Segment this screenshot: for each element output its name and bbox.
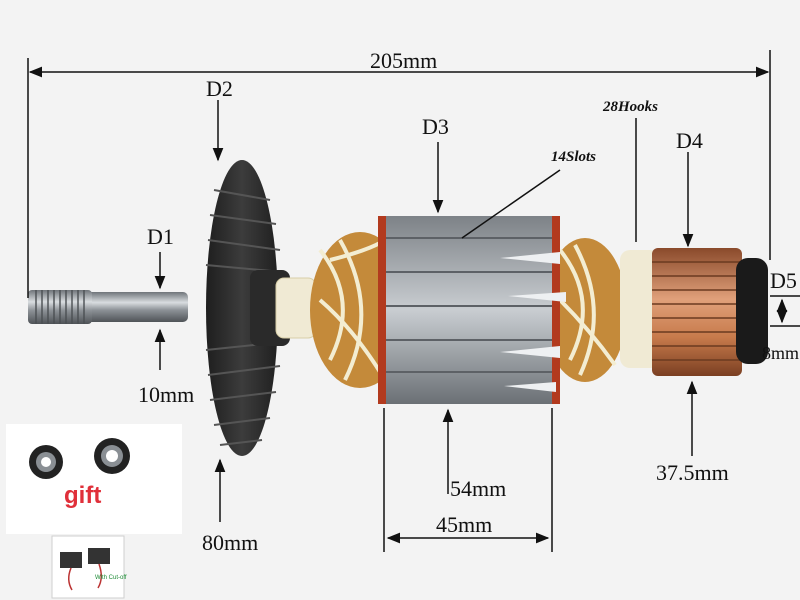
fan-diameter-label: 80mm [202,530,259,555]
d5-value-label: 8mm [762,343,800,363]
d4-label: D4 [676,128,703,153]
stack-length-label: 45mm [436,512,493,537]
d2-label: D2 [206,76,233,101]
bearing-icon [29,445,63,479]
gift-label: gift [64,482,102,509]
commutator [620,248,768,376]
carbon-brush-icon [60,548,110,591]
dimension-lines [27,50,800,552]
commutator-diameter-label: 37.5mm [656,460,729,485]
d5-label: D5 [770,268,797,293]
stack-diameter-label: 54mm [450,476,507,501]
brush-note: With Cut-off [95,575,127,581]
gift-parts [6,424,182,599]
d3-label: D3 [422,114,449,139]
shaft-diameter-label: 10mm [138,382,195,407]
d1-label: D1 [147,224,174,249]
hooks-label: 28Hooks [603,99,659,115]
armature-core [310,216,627,404]
slots-label: 14Slots [551,149,597,165]
insulator-collar [275,277,317,339]
bearing-icon [94,438,130,474]
total-length-label: 205mm [370,48,438,73]
